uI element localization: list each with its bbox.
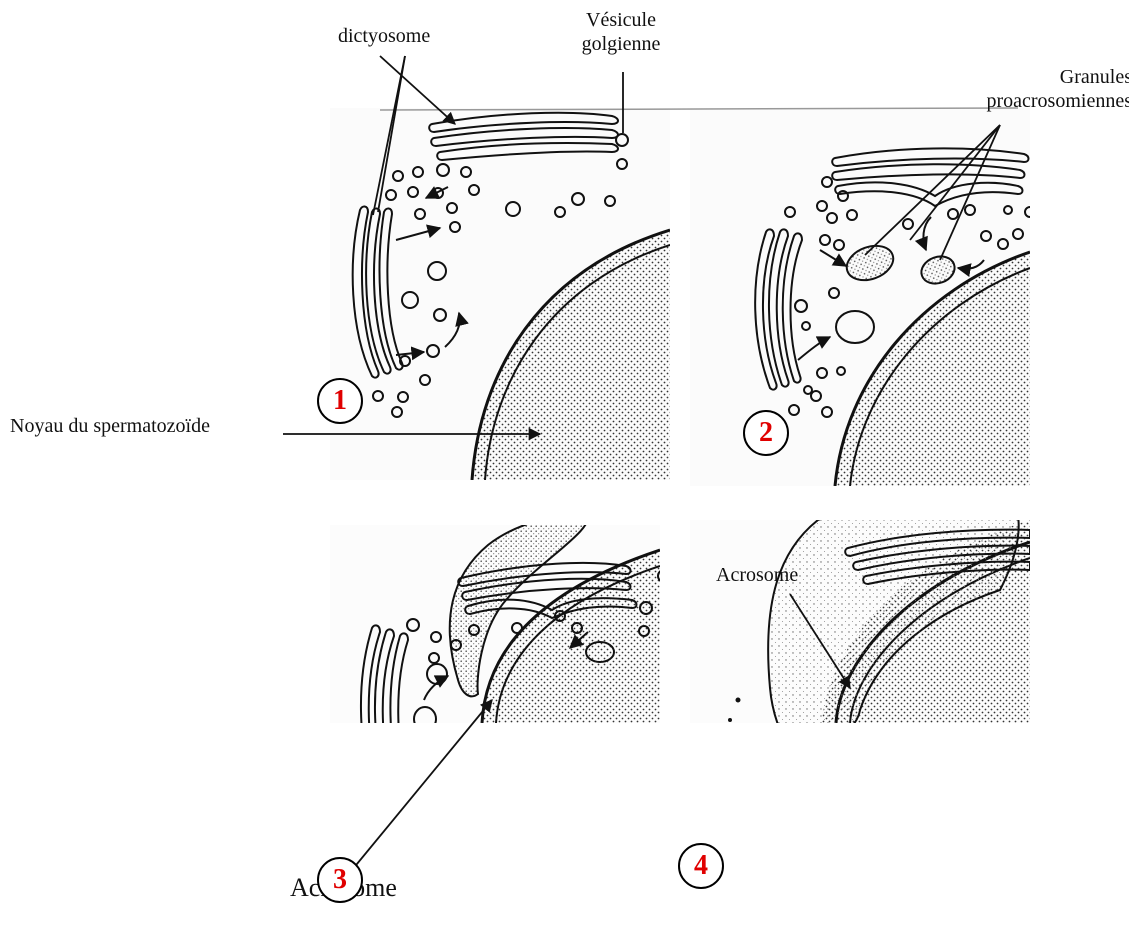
step-badge-4: 4 <box>678 843 724 889</box>
step-badge-3: 3 <box>317 857 363 903</box>
step-badge-1: 1 <box>317 378 363 424</box>
label-vesicule-golgienne: Vésicule golgienne <box>566 8 676 56</box>
step-badge-2: 2 <box>743 410 789 456</box>
label-dictyosome: dictyosome <box>338 24 430 48</box>
label-granules-proacrosomiennes: Granules proacrosomiennes <box>962 65 1129 113</box>
label-noyau: Noyau du spermatozoïde <box>10 414 210 438</box>
label-acrosome-4: Acrosome <box>716 563 798 587</box>
